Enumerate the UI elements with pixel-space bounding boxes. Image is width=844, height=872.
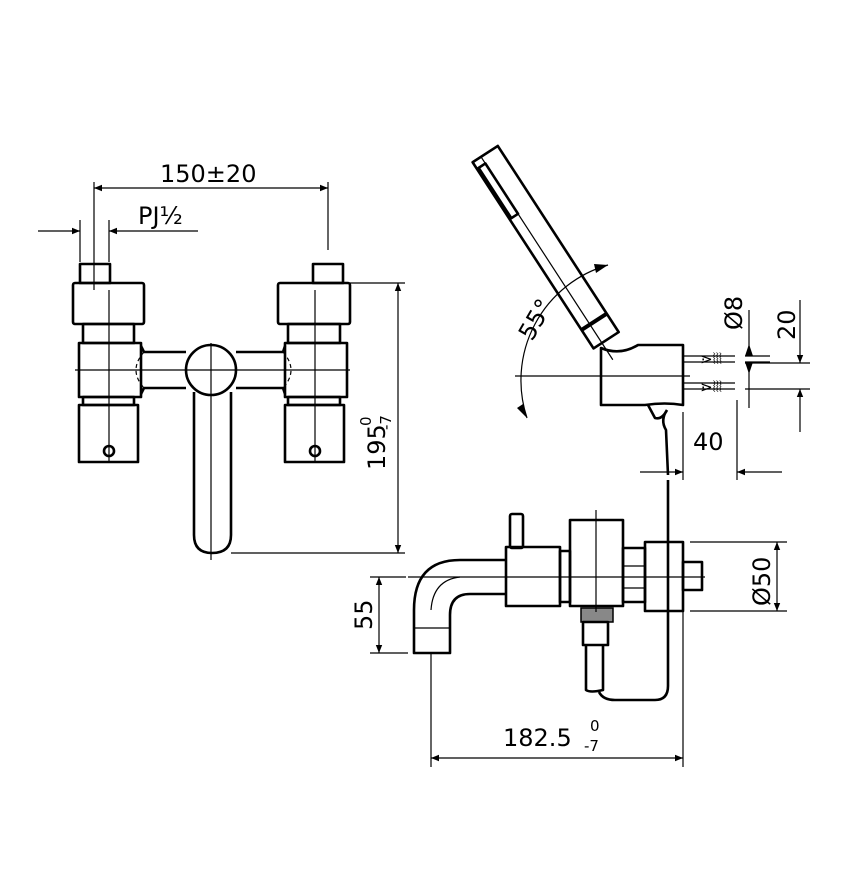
svg-text:⋗⦚⦚⦚: ⋗⦚⦚⦚ — [700, 350, 722, 368]
spout-drop-dimension: 55 — [350, 599, 378, 630]
spout — [412, 558, 506, 655]
thread-dimension: PJ½ — [138, 202, 183, 230]
hose — [597, 480, 670, 702]
spacing-dimension: 20 — [773, 309, 801, 340]
depth-tolerance-upper: 0 — [590, 717, 600, 735]
body-diameter-dimension: Ø50 — [748, 557, 776, 606]
shower-holder — [599, 343, 685, 407]
hand-shower-handle — [471, 144, 620, 361]
diverter-lever — [508, 512, 525, 550]
height-tolerance-upper: 0 — [357, 416, 375, 426]
depth-dimension: 182.5 — [503, 724, 572, 752]
offset-dimension: 40 — [693, 428, 724, 456]
wall-anchors: ⋗⦚⦚⦚ ⋗⦚⦚⦚ — [683, 350, 735, 396]
side-view: 55 Ø50 182.5 0 -7 — [350, 480, 787, 767]
width-dimension: 150±20 — [160, 160, 256, 188]
front-view: 150±20 PJ½ 195 0 -7 — [38, 160, 405, 560]
hose-diameter-dimension: Ø8 — [720, 296, 748, 330]
lever-handle — [192, 392, 233, 555]
svg-text:⋗⦚⦚⦚: ⋗⦚⦚⦚ — [700, 378, 722, 396]
depth-tolerance-lower: -7 — [584, 737, 599, 755]
angle-dimension: 55° — [513, 294, 559, 345]
right-valve — [276, 262, 352, 464]
knurled-hose-connector — [580, 607, 614, 623]
height-dimension: 195 — [363, 424, 391, 470]
height-tolerance-lower: -7 — [377, 415, 395, 430]
hand-shower-view: ⋗⦚⦚⦚ ⋗⦚⦚⦚ 55° Ø8 20 40 — [471, 144, 810, 480]
